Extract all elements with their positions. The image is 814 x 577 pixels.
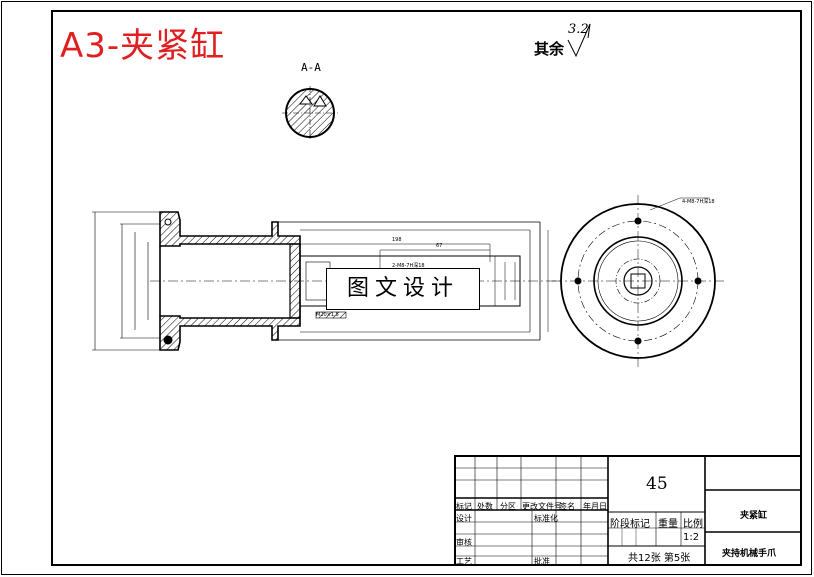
- tb-sheets: 共12张 第5张: [628, 553, 691, 564]
- roughness-label: 其余: [534, 40, 565, 58]
- dim-67: 67: [436, 243, 443, 249]
- tb-design: 设计: [456, 514, 472, 523]
- tb-std: 标准化: [534, 514, 558, 523]
- tb-date: 年月日: [583, 502, 607, 511]
- dim-thread2: M20×1.5: [316, 312, 339, 318]
- roughness-value: 3.2: [568, 22, 589, 37]
- tb-stage: 阶段标记: [610, 519, 650, 530]
- tb-sign: 签名: [559, 502, 575, 511]
- tb-approve: 批准: [534, 557, 550, 566]
- end-view: [552, 195, 724, 367]
- tb-weight: 重量: [658, 519, 678, 530]
- drawing-title: A3-夹紧缸: [60, 26, 226, 66]
- dim-pcd: 4-M8-7H深18: [682, 199, 715, 205]
- tb-ratio: 比例: [683, 519, 703, 530]
- tb-process: 工艺: [456, 557, 472, 566]
- dim-thread: 2-M8-7H深18: [392, 263, 425, 269]
- tb-review: 审核: [456, 538, 472, 547]
- tb-project: 夹持机械手爪: [722, 549, 777, 559]
- tb-part-name: 夹紧缸: [740, 511, 768, 521]
- title-block: [454, 455, 802, 566]
- tb-scale: 1:2: [683, 532, 700, 543]
- section-aa-view: [282, 86, 338, 140]
- tb-mark: 标记: [456, 502, 472, 511]
- roughness-symbol: [567, 23, 591, 58]
- tb-zone: 分区: [500, 502, 516, 511]
- section-label: A-A: [301, 61, 321, 74]
- tb-count: 处数: [477, 502, 493, 511]
- watermark: 图文设计: [326, 268, 480, 310]
- dim-198: 198: [392, 237, 402, 243]
- main-section-view: [92, 211, 560, 351]
- tb-material: 45: [646, 474, 668, 494]
- tb-doc: 更改文件号: [522, 502, 562, 511]
- inner-frame: [51, 10, 802, 566]
